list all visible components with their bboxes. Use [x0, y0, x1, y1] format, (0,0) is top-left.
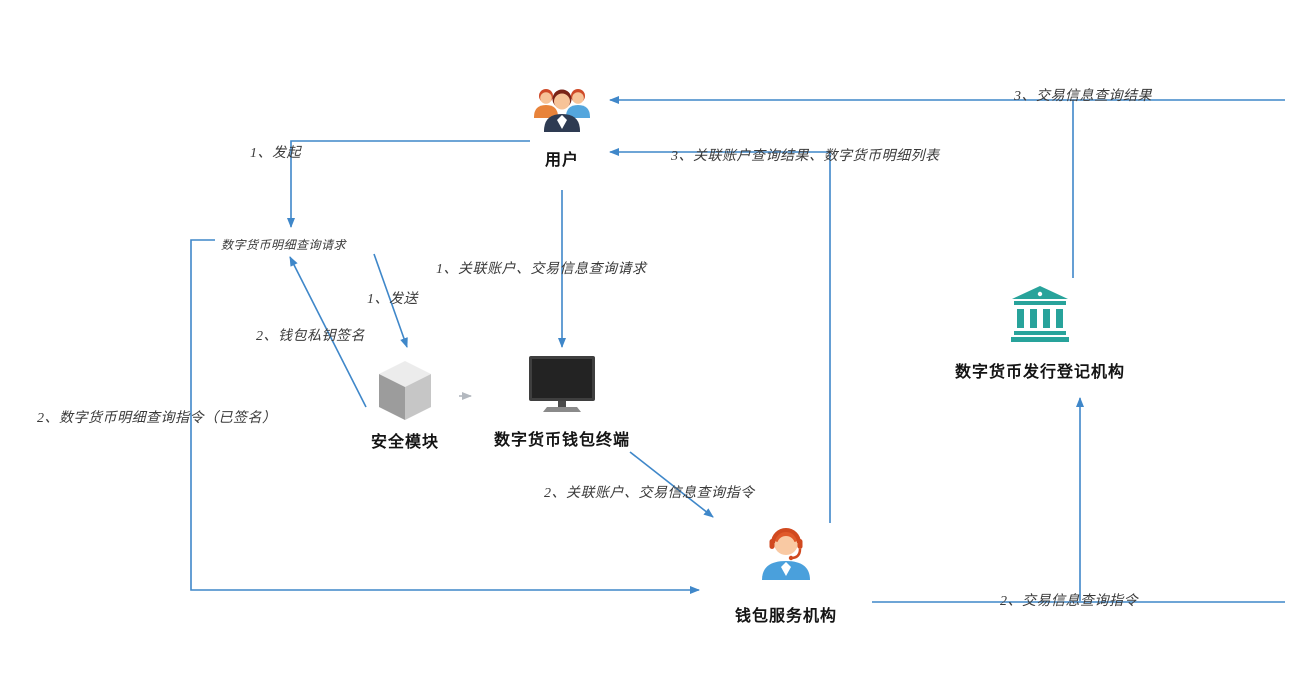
node-user: 用户	[502, 84, 622, 170]
edge-label-signed-instruction: 2、数字货币明细查询指令（已签名）	[37, 411, 277, 426]
headset-agent-icon	[762, 528, 810, 580]
edge-label-private-key-sign: 2、钱包私钥签名	[256, 329, 365, 344]
users-icon	[534, 89, 590, 132]
edge-label-tx-query-instruction: 2、交易信息查询指令	[1000, 594, 1138, 609]
node-security-module-label: 安全模块	[370, 434, 439, 451]
node-wallet-service-label: 钱包服务机构	[734, 608, 837, 625]
node-wallet-terminal: 数字货币钱包终端	[482, 356, 642, 450]
edge-label-send: 1、发送	[367, 292, 418, 307]
cube-icon	[379, 361, 431, 420]
node-registry: 数字货币发行登记机构	[945, 286, 1135, 382]
monitor-icon	[529, 356, 595, 412]
node-wallet-service: 钱包服务机构	[706, 524, 866, 626]
edge-label-account-query-request: 1、关联账户、交易信息查询请求	[436, 262, 647, 277]
node-user-label: 用户	[544, 152, 579, 169]
edge-service-user-line	[609, 148, 831, 523]
node-security-module: 安全模块	[345, 360, 465, 452]
edge-initiate-line	[287, 140, 530, 228]
edge-label-account-query-instruction: 2、关联账户、交易信息查询指令	[544, 486, 755, 501]
node-wallet-terminal-label: 数字货币钱包终端	[493, 432, 630, 449]
edge-label-account-query-result: 3、关联账户查询结果、数字货币明细列表	[671, 149, 940, 164]
edge-registry-user-line	[609, 96, 1074, 278]
edge-label-initiate: 1、发起	[250, 146, 301, 161]
bank-icon	[1011, 286, 1069, 342]
node-registry-label: 数字货币发行登记机构	[954, 364, 1125, 381]
edge-label-tx-query-result: 3、交易信息查询结果	[1014, 89, 1152, 104]
note-detail-query-request: 数字货币明细查询请求	[221, 238, 347, 252]
